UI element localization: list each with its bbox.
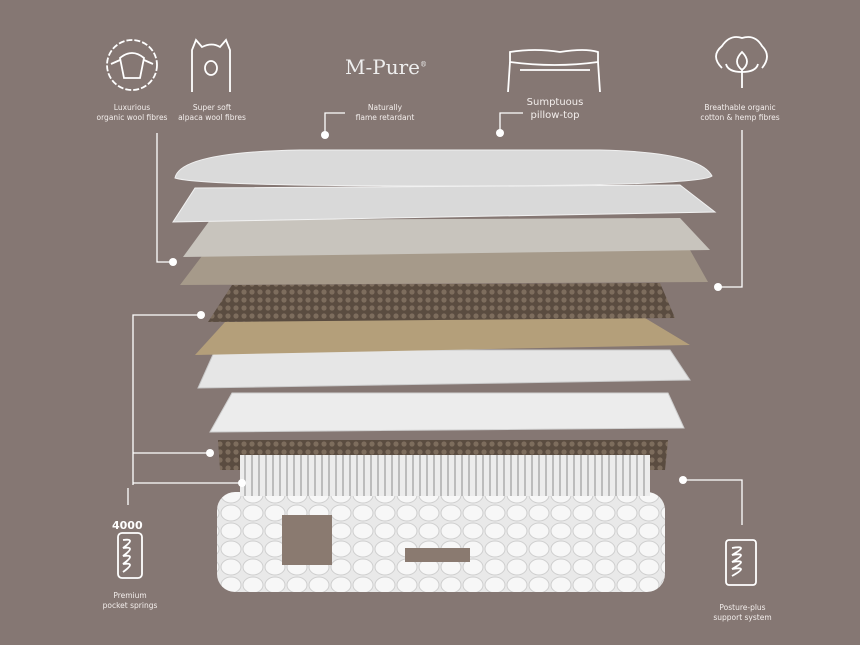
brown-wool-layer (180, 250, 708, 285)
mini-spring-layer (208, 283, 675, 322)
flame-retardant-label: Naturally flame retardant (355, 103, 415, 122)
white-fibre-layer (197, 349, 691, 389)
wool-label: Luxurious organic wool fibres (96, 103, 168, 122)
cotton-label: Breathable organic cotton & hemp fibres (700, 103, 780, 122)
connectors (127, 112, 743, 525)
support-system-label: Posture-plus support system (713, 603, 772, 622)
cotton-icon (715, 36, 768, 88)
support-spring-icon (725, 539, 757, 586)
pillow-top-icon (507, 49, 601, 93)
spring-count: 4000 (112, 519, 143, 532)
alpaca-wool-layer (183, 218, 710, 257)
alpaca-icon (191, 38, 231, 92)
pocket-spring-icon (117, 532, 143, 579)
m-pure-logo: M-Pure® (345, 55, 427, 79)
connector-dots (169, 129, 722, 487)
hemp-layer (195, 315, 690, 355)
pocket-spring-layer (218, 440, 668, 496)
pocket-springs-label: Premium pocket springs (102, 591, 158, 610)
base-layer (217, 492, 665, 592)
alpaca-label: Super soft alpaca wool fibres (178, 103, 246, 122)
sheep-icon (106, 39, 158, 91)
wavy-foam-layer (209, 392, 685, 433)
pillow-top-label: Sumptuous pillow-top (526, 97, 584, 121)
cotton-layer (172, 184, 717, 223)
pillow-top-layer (174, 149, 713, 187)
